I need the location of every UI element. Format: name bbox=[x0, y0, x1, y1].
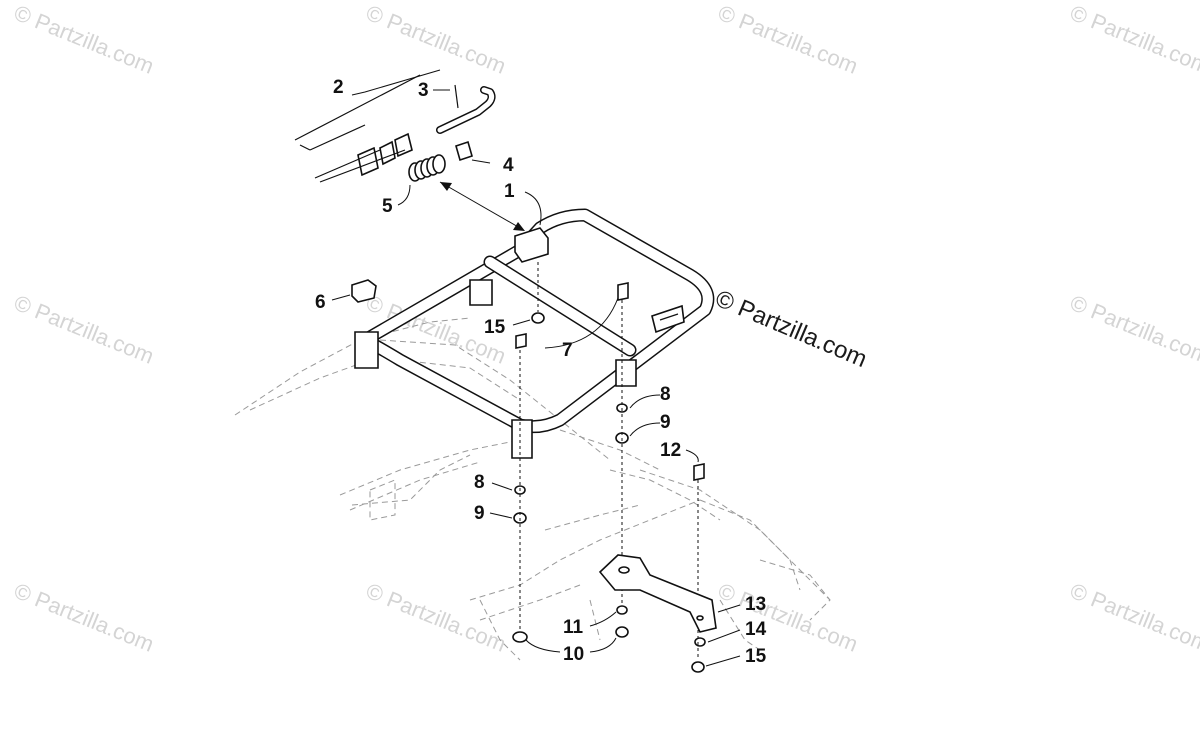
vehicle-body-outline bbox=[234, 317, 831, 661]
callout-9a: 9 bbox=[660, 412, 671, 433]
callout-12: 12 bbox=[660, 440, 681, 461]
latch-assembly bbox=[294, 74, 525, 231]
callout-7: 7 bbox=[562, 340, 573, 361]
callout-4: 4 bbox=[503, 155, 514, 176]
callout-6: 6 bbox=[315, 292, 326, 313]
fasteners bbox=[351, 262, 706, 673]
callout-labels: 2 3 4 1 5 6 15 7 8 9 12 8 9 13 11 14 10 … bbox=[315, 77, 767, 667]
callout-8b: 8 bbox=[474, 472, 485, 493]
bracket bbox=[598, 554, 717, 633]
callout-9b: 9 bbox=[474, 503, 485, 524]
callout-14: 14 bbox=[745, 619, 767, 640]
callout-8a: 8 bbox=[660, 384, 671, 405]
leader-lines bbox=[331, 69, 741, 667]
callout-15b: 15 bbox=[745, 646, 767, 667]
callout-5: 5 bbox=[382, 196, 393, 217]
callout-3: 3 bbox=[418, 80, 429, 101]
callout-11: 11 bbox=[563, 617, 584, 638]
callout-1: 1 bbox=[504, 181, 515, 202]
spring bbox=[408, 154, 446, 182]
callout-10: 10 bbox=[563, 644, 584, 665]
callout-2: 2 bbox=[333, 77, 344, 98]
callout-13: 13 bbox=[745, 594, 766, 615]
callout-15a: 15 bbox=[484, 317, 506, 338]
rack-frame bbox=[354, 208, 715, 459]
